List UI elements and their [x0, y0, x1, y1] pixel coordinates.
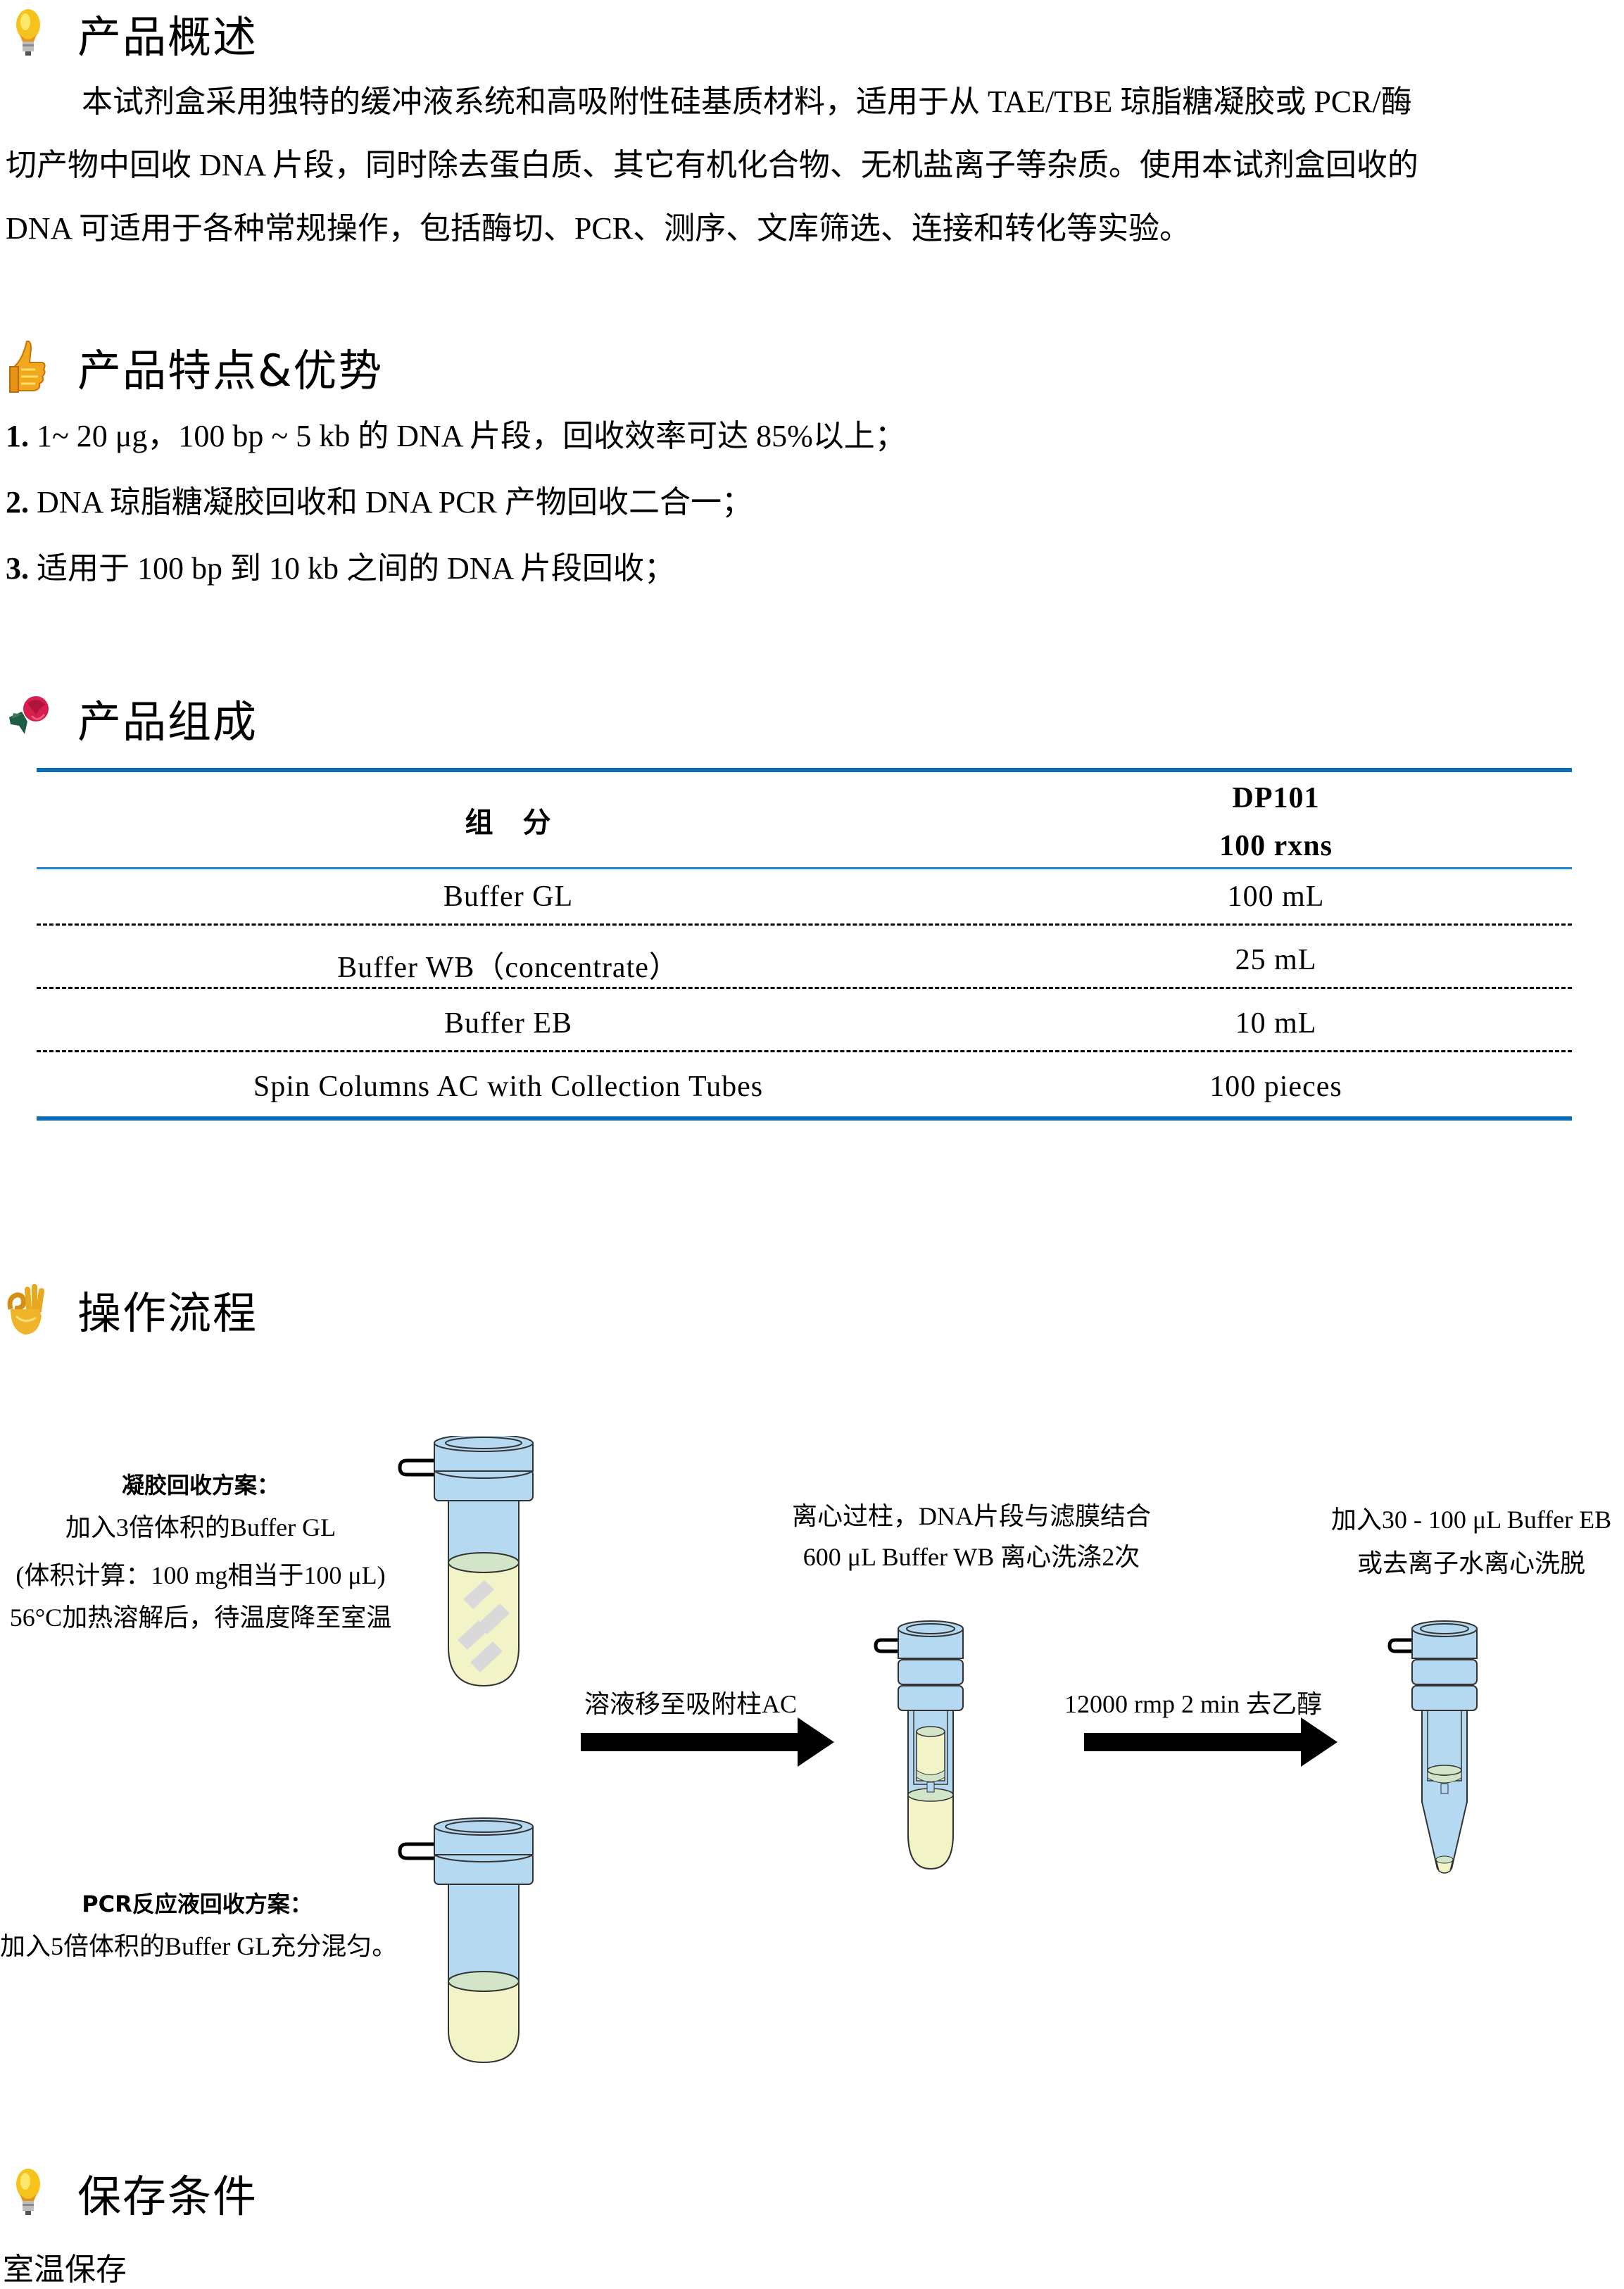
arrow2-label: 12000 rmp 2 min 去乙醇 — [1064, 1690, 1322, 1718]
overview-line: 本试剂盒采用独特的缓冲液系统和高吸附性硅基质材料，适用于从 TAE/TBE 琼脂… — [82, 84, 1412, 119]
section-title: 产品概述 — [77, 11, 258, 63]
pcr-tube-illustration — [398, 1817, 534, 2064]
component-amount: 10 mL — [1235, 1007, 1317, 1040]
feature-item: 3. 适用于 100 bp 到 10 kb 之间的 DNA 片段回收； — [6, 552, 675, 586]
spin-column-illustration — [874, 1620, 964, 1870]
bind-wash-step: 离心过柱，DNA片段与滤膜结合 600 μL Buffer WB 离心洗涤2次 — [746, 1496, 1197, 1577]
section-heading-workflow: 操作流程 — [0, 1278, 258, 1341]
pcr-protocol-line: 加入5倍体积的Buffer GL充分混匀。 — [0, 1932, 398, 1960]
row-divider — [37, 1050, 1572, 1052]
elution-line: 加入30 - 100 μL Buffer EB — [1330, 1506, 1612, 1534]
component-name: Buffer GL — [443, 881, 574, 913]
row-divider — [37, 987, 1572, 989]
rose-icon — [0, 690, 56, 746]
gel-protocol-line: (体积计算：100 mg相当于100 μL) — [15, 1561, 386, 1589]
component-name: Buffer WB（concentrate） — [337, 952, 679, 984]
component-amount: 100 mL — [1227, 881, 1325, 913]
arrow-right-icon — [581, 1717, 834, 1767]
gel-protocol-title: 凝胶回收方案： — [121, 1472, 279, 1499]
section-heading-features: 产品特点&优势 — [0, 335, 383, 398]
component-amount: 100 pieces — [1209, 1071, 1342, 1103]
table-header-product-code: DP101 — [1232, 782, 1320, 814]
component-amount: 25 mL — [1235, 944, 1317, 976]
lightbulb-icon — [0, 5, 56, 61]
feature-number: 2. — [6, 485, 29, 519]
gel-protocol-line: 加入3倍体积的Buffer GL — [65, 1513, 336, 1541]
table-bottom-rule — [37, 1116, 1572, 1121]
elution-step: 加入30 - 100 μL Buffer EB 或去离子水离心洗脱 — [1316, 1498, 1624, 1585]
table-top-rule — [37, 768, 1572, 772]
section-title: 保存条件 — [77, 2171, 258, 2222]
thumbs-up-icon — [0, 339, 56, 395]
elution-tube-illustration — [1387, 1620, 1478, 1874]
feature-number: 3. — [6, 551, 29, 586]
pcr-protocol: PCR反应液回收方案： 加入5倍体积的Buffer GL充分混匀。 — [0, 1883, 398, 1967]
table-header-rule — [37, 867, 1572, 869]
gel-protocol-line: 56°C加热溶解后，待温度降至室温 — [9, 1603, 392, 1632]
gel-protocol: 凝胶回收方案： 加入3倍体积的Buffer GL (体积计算：100 mg相当于… — [0, 1464, 401, 1639]
section-heading-storage: 保存条件 — [0, 2161, 258, 2224]
arrow-right-icon — [1084, 1717, 1337, 1767]
table-header-component: 组 分 — [465, 807, 552, 839]
section-heading-composition: 产品组成 — [0, 686, 258, 750]
section-heading-overview: 产品概述 — [0, 1, 258, 65]
component-name: Spin Columns AC with Collection Tubes — [253, 1071, 764, 1103]
feature-item: 1. 1~ 20 μg，100 bp ~ 5 kb 的 DNA 片段，回收效率可… — [6, 420, 906, 453]
feature-text: DNA 琼脂糖凝胶回收和 DNA PCR 产物回收二合一； — [29, 485, 753, 519]
feature-text: 适用于 100 bp 到 10 kb 之间的 DNA 片段回收； — [29, 551, 675, 586]
row-divider — [37, 923, 1572, 926]
lightbulb-icon — [0, 2164, 56, 2221]
feature-item: 2. DNA 琼脂糖凝胶回收和 DNA PCR 产物回收二合一； — [6, 486, 753, 519]
bind-wash-line: 600 μL Buffer WB 离心洗涤2次 — [802, 1543, 1140, 1571]
overview-line: 切产物中回收 DNA 片段，同时除去蛋白质、其它有机化合物、无机盐离子等杂质。使… — [6, 148, 1418, 182]
section-title: 产品组成 — [77, 696, 258, 748]
pcr-protocol-title: PCR反应液回收方案： — [82, 1891, 313, 1917]
gel-tube-illustration — [398, 1436, 534, 1687]
arrow1-label: 溶液移至吸附柱AC — [584, 1690, 798, 1718]
component-name: Buffer EB — [443, 1007, 573, 1040]
section-title: 产品特点&优势 — [77, 345, 384, 396]
bind-wash-line: 离心过柱，DNA片段与滤膜结合 — [792, 1502, 1151, 1530]
section-title: 操作流程 — [77, 1287, 258, 1339]
elution-line: 或去离子水离心洗脱 — [1357, 1549, 1585, 1577]
feature-text: 1~ 20 μg，100 bp ~ 5 kb 的 DNA 片段，回收效率可达 8… — [29, 419, 906, 453]
overview-paragraph: 本试剂盒采用独特的缓冲液系统和高吸附性硅基质材料，适用于从 TAE/TBE 琼脂… — [6, 70, 1512, 260]
table-header-size: 100 rxns — [1219, 830, 1333, 862]
feature-number: 1. — [6, 419, 29, 453]
ok-hand-icon — [0, 1281, 56, 1337]
overview-line: DNA 可适用于各种常规操作，包括酶切、PCR、测序、文库筛选、连接和转化等实验… — [6, 211, 1191, 246]
storage-condition: 室温保存 — [3, 2252, 127, 2288]
